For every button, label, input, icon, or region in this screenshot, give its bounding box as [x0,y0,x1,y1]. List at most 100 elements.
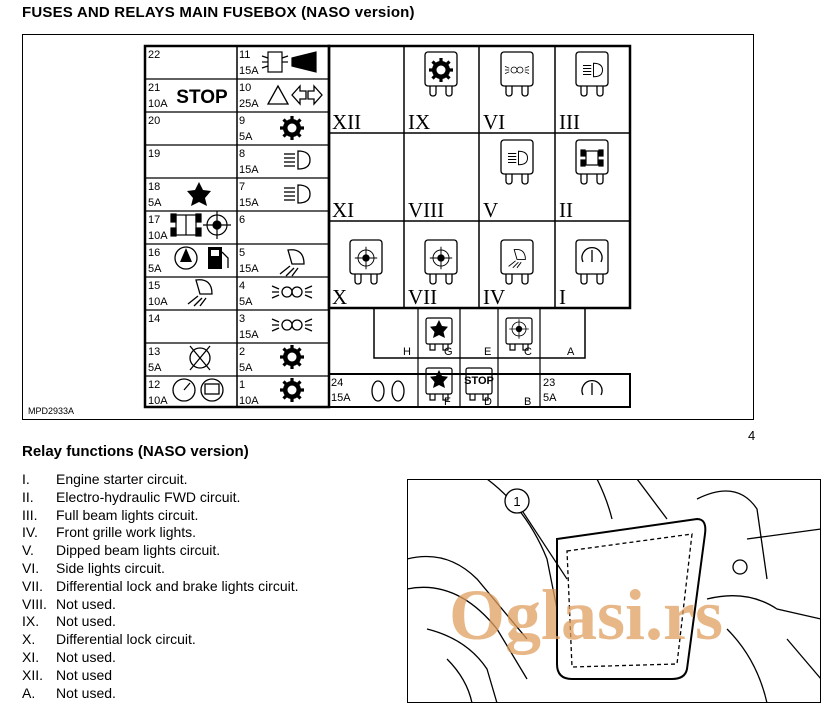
relay-function-number: VI. [22,559,40,576]
fuse-number: 6 [239,214,245,226]
fuse-amperage: 5A [148,362,162,374]
fuse-amperage: 15A [239,197,259,209]
fuse-number: 5 [239,247,245,259]
lamp-icon [174,246,198,270]
fuse-number: 3 [239,313,245,325]
fwd-icon [170,213,202,237]
fuse-amperage: 25A [239,98,259,110]
no-light-icon [189,345,211,371]
relay-letter-b: B [524,396,531,408]
relay-function-number: X. [22,631,36,648]
relay-label-x: X [332,285,347,309]
fuse-number: 15 [148,280,160,292]
fuse-number: 10 [239,82,251,94]
fuse-number: 2 [239,346,245,358]
relay-v [500,139,534,185]
relay-function-text: Not used. [56,648,116,665]
fuse-23-amp: 5A [543,392,557,404]
fuse-amperage: 10A [148,230,168,242]
relay-label-ix: IX [408,110,430,134]
fuse-number: 17 [148,214,160,226]
relay-label-viii: VIII [408,198,444,222]
fusebox-location-illustration: 1 Oglasi.rs [407,479,821,703]
side-light-icon-4 [271,285,313,299]
fuse-number: 14 [148,313,160,325]
fuse-amperage: 15A [239,65,259,77]
fuse-amperage: 5A [239,362,253,374]
fuse-number: 22 [148,49,160,61]
relay-label-iii: III [559,110,580,134]
diff-lock-icon [202,210,232,240]
fuse-number: 20 [148,115,160,127]
fuse-number: 12 [148,379,160,391]
fuse-number: 16 [148,247,160,259]
relay-letter-d: D [484,396,492,408]
relay-function-number: V. [22,542,34,559]
relay-function-item: IX. Not used. [22,613,299,631]
relay-function-item: VIII.Not used. [22,596,299,614]
fuse-amperage: 5A [148,197,162,209]
side-light-icon-3 [271,318,313,332]
relay-function-text: Full beam lights circuit. [56,506,199,523]
relay-iv [500,239,534,285]
fuse-amperage: 5A [148,263,162,275]
relay-ix [424,51,458,97]
fuse-amperage: 15A [239,263,259,275]
relay-label-xi: XI [332,198,354,222]
callout-circle [504,488,530,514]
relay-function-item: XII.Not used [22,667,299,685]
relay-label-xii: XII [332,110,361,134]
watermark: Oglasi.rs [449,575,723,655]
gear-icon-2 [278,343,306,371]
relay-function-text: Differential lock and brake lights circu… [56,577,299,594]
diagram-code: MPD2933A [28,406,74,416]
relay-function-number: IX. [22,613,40,630]
fuse-amperage: 5A [239,131,253,143]
relay-label-v: V [483,198,498,222]
relay-function-item: III.Full beam lights circuit. [22,507,299,525]
fusebox-diagram: 222110A2019185A1710A165A1510A14135A1210A… [28,44,632,416]
relay-function-text: Engine starter circuit. [56,471,188,487]
relay-i [575,239,609,285]
relay-letter-h: H [403,346,411,358]
relay-function-number: XI. [22,648,40,665]
relay-function-number: I. [22,471,30,487]
relay-function-text: Side lights circuit. [56,559,165,576]
relay-vi [500,51,534,97]
fuse-amperage: 10A [148,296,168,308]
gear-icon-1 [278,376,306,404]
beacon-horn-icon [261,51,317,73]
relay-functions-heading: Relay functions (NASO version) [22,443,249,460]
fuse-number: 13 [148,346,160,358]
relay-function-item: I. Engine starter circuit. [22,471,299,489]
fuse-number: 4 [239,280,245,292]
fuse-number: 9 [239,115,245,127]
relay-function-text: Not used. [56,684,116,701]
relay-letter-c: C [524,346,532,358]
brake-light-icon [187,182,211,206]
relay-function-text: Not used. [56,613,116,630]
work-light-icon-5 [279,249,305,277]
relay-function-number: XII. [22,666,44,683]
relay-label-iv: IV [483,285,505,309]
relay-function-item: VII. Differential lock and brake lights c… [22,578,299,596]
relay-function-item: II. Electro-hydraulic FWD circuit. [22,489,299,507]
gauge-icon [172,378,224,402]
relay-function-number: A. [22,684,36,701]
fuse-amperage: 5A [239,296,253,308]
relay-x [349,239,383,285]
fuse-number: 11 [239,49,250,61]
stop-label: STOP [176,87,228,108]
relay-function-text: Electro-hydraulic FWD circuit. [56,488,241,505]
relay-label-vii: VII [408,285,437,309]
fuse-number: 21 [148,82,160,94]
fuse-number: 8 [239,148,245,160]
callout-number: 1 [513,494,520,509]
relay-function-number: VII. [22,577,44,594]
relay-function-number: VIII. [22,595,47,612]
dipped-beam-icon-7 [283,184,311,204]
relay-function-item: IV.Front grille work lights. [22,524,299,542]
relay-function-item: V.Dipped beam lights circuit. [22,542,299,560]
relay-function-number: II. [22,488,34,505]
relay-function-item: VI. Side lights circuit. [22,560,299,578]
